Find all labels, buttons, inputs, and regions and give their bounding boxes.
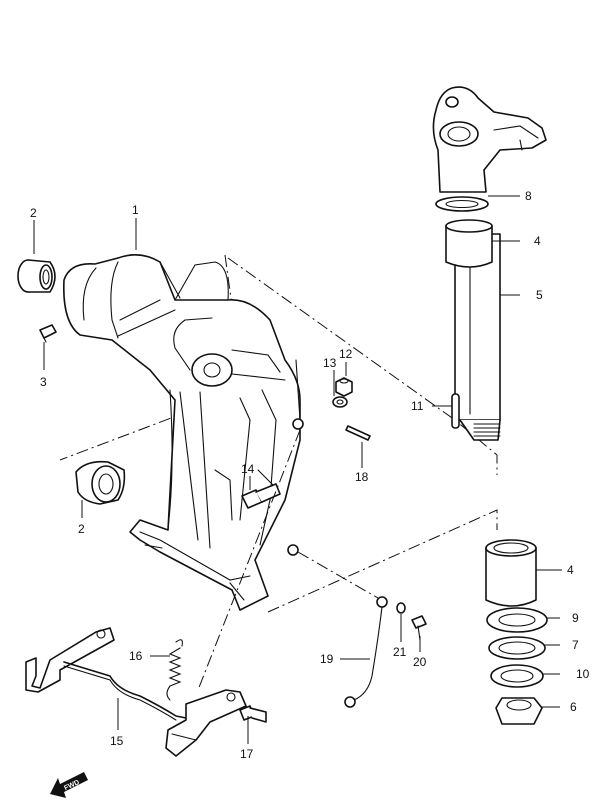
callout-1: 1 [132,203,139,217]
callout-18: 18 [355,470,369,484]
tilt-lock-lever-15 [25,627,247,757]
nut-12 [335,377,353,397]
callout-3: 3 [40,375,47,389]
washer-9 [486,607,548,633]
assembly-line [297,551,379,599]
callout-5: 5 [536,288,543,302]
leader-lines [33,195,562,744]
callout-17: 17 [240,747,254,761]
callout-9: 9 [572,611,579,625]
grease-nipple [39,324,57,343]
swivel-bracket [63,254,304,611]
callout-8: 8 [525,189,532,203]
spring-16 [166,639,183,701]
boundary-line [227,257,498,475]
callout-4: 4 [534,234,541,248]
bushing-4-lower [485,539,537,607]
callout-19: 19 [320,652,334,666]
callout-21: 21 [393,645,407,659]
callout-20: 20 [413,655,427,669]
bushing-4-upper [445,219,493,268]
key-11 [451,393,460,429]
bolt-14 [241,483,281,509]
callout-10: 10 [576,667,590,681]
washer-13 [332,396,348,408]
callout-16: 16 [129,649,143,663]
bushing-top [17,259,56,293]
callout-11: 11 [411,399,424,413]
ground-wire-19 [344,596,388,708]
callout-15: 15 [110,734,124,748]
assembly-line [197,429,301,691]
callout-2: 2 [78,522,85,536]
callout-4: 4 [567,563,574,577]
callout-13: 13 [323,356,337,370]
washer-8 [435,196,489,212]
callout-12: 12 [339,347,353,361]
fwd-label: FWD [63,779,80,792]
callout-14: 14 [241,462,255,476]
steering-shaft [432,86,547,441]
bushing-lower [75,460,126,505]
bolt-17 [239,705,267,723]
washer-10 [490,664,544,688]
screw-20 [411,615,427,641]
boundary-line [267,509,498,613]
pin-18 [345,425,371,441]
callout-7: 7 [572,638,579,652]
callout-6: 6 [570,700,577,714]
nut-6 [495,697,543,725]
callout-2: 2 [30,206,37,220]
fwd-arrow-icon: FWD [50,772,88,798]
washer-21 [396,602,406,614]
washer-7 [488,636,546,660]
